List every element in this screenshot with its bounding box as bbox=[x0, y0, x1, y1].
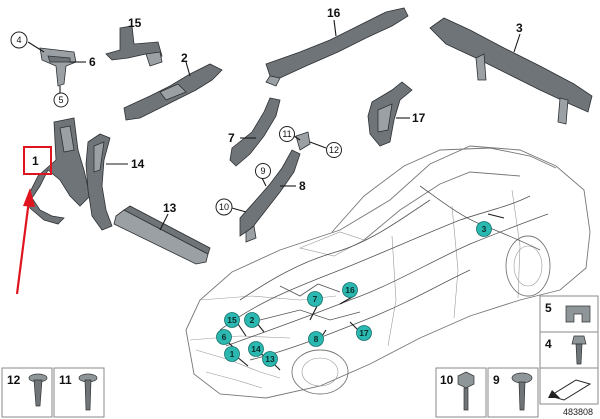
callout-3-label: 3 bbox=[516, 21, 523, 35]
svg-text:4: 4 bbox=[545, 337, 552, 351]
svg-text:6: 6 bbox=[222, 332, 227, 342]
callout-15-label: 15 bbox=[128, 16, 142, 30]
part-16-beam bbox=[265, 7, 409, 87]
car-marker-6: 6 bbox=[216, 329, 232, 345]
highlight-arrow-shaft bbox=[15, 199, 31, 295]
svg-text:10: 10 bbox=[440, 373, 454, 387]
callout-11-circle bbox=[279, 126, 295, 142]
car-marker-7: 7 bbox=[307, 291, 323, 307]
car-outline bbox=[185, 145, 591, 399]
part-17-bracket bbox=[367, 81, 413, 147]
part-7-bracket bbox=[229, 97, 281, 167]
part-15-duct bbox=[105, 25, 163, 67]
callout-6-label: 6 bbox=[89, 55, 96, 69]
svg-text:5: 5 bbox=[545, 301, 552, 315]
car-marker-16: 16 bbox=[342, 282, 358, 298]
stud-shaft-icon bbox=[575, 343, 583, 365]
callout-4-label: 4 bbox=[16, 35, 21, 45]
hardware-box-11: 11 bbox=[53, 367, 105, 418]
car-marker-13: 13 bbox=[262, 351, 278, 367]
car-marker-1: 1 bbox=[224, 346, 240, 362]
callout-17-label: 17 bbox=[412, 111, 426, 125]
part-13-rail bbox=[113, 205, 211, 265]
svg-text:14: 14 bbox=[251, 344, 261, 354]
svg-text:17: 17 bbox=[359, 328, 369, 338]
nut-clip-icon bbox=[565, 305, 591, 323]
svg-text:16: 16 bbox=[345, 285, 355, 295]
hardware-box-5: 5 bbox=[539, 295, 599, 333]
callout-9-circle bbox=[255, 163, 271, 179]
svg-text:7: 7 bbox=[313, 294, 318, 304]
callout-10-label: 10 bbox=[219, 202, 229, 212]
callout-14-label: 14 bbox=[131, 157, 145, 171]
callout-10-circle bbox=[215, 198, 233, 216]
car-marker-2: 2 bbox=[244, 312, 260, 328]
part-3-beam bbox=[429, 17, 593, 125]
svg-text:15: 15 bbox=[227, 315, 237, 325]
torx-screw-head-icon bbox=[511, 372, 533, 384]
arrow-head-icon bbox=[548, 390, 560, 398]
callout-7-label: 7 bbox=[228, 131, 235, 145]
hardware-box-4: 4 bbox=[539, 331, 599, 369]
callout-5-label: 5 bbox=[58, 95, 63, 105]
callout-11-label: 11 bbox=[282, 129, 291, 139]
bolt-shaft-icon bbox=[463, 387, 469, 411]
callout-12-label: 12 bbox=[329, 145, 339, 155]
stud-head-icon bbox=[571, 335, 587, 345]
highlight-arrow-head bbox=[23, 188, 35, 207]
part-6-bracket bbox=[27, 41, 86, 96]
callout-2-label: 2 bbox=[181, 51, 188, 65]
svg-text:11: 11 bbox=[59, 373, 72, 387]
callout-13-label: 13 bbox=[163, 201, 177, 215]
car-marker-8: 8 bbox=[308, 331, 324, 347]
car-marker-14: 14 bbox=[248, 341, 264, 357]
car-marker-3: 3 bbox=[476, 221, 492, 237]
hardware-box-10: 10 bbox=[435, 367, 487, 418]
svg-text:13: 13 bbox=[265, 354, 275, 364]
part-1-duct bbox=[27, 117, 91, 225]
callout-5-circle bbox=[53, 92, 69, 108]
reference-number: 483808 bbox=[563, 407, 593, 417]
part-8-bracket bbox=[231, 149, 301, 243]
screw-shaft-icon bbox=[84, 379, 92, 411]
callout-1-label: 1 bbox=[32, 154, 39, 168]
part-2-duct bbox=[123, 61, 223, 121]
svg-text:9: 9 bbox=[493, 373, 500, 387]
hardware-box-12: 12 bbox=[1, 367, 53, 418]
callout-8-label: 8 bbox=[299, 179, 306, 193]
callout-9-label: 9 bbox=[260, 166, 265, 176]
hardware-box-arrow bbox=[539, 367, 599, 405]
torx-screw-shaft-icon bbox=[518, 381, 526, 411]
svg-text:12: 12 bbox=[7, 373, 21, 387]
car-marker-17: 17 bbox=[356, 325, 372, 341]
clip-shaft-icon bbox=[33, 379, 43, 407]
part-11-clip bbox=[293, 131, 327, 151]
scale-arrow-icon bbox=[548, 379, 592, 401]
callout-16-label: 16 bbox=[327, 6, 341, 20]
callout-4-circle bbox=[10, 31, 28, 49]
svg-text:2: 2 bbox=[250, 315, 255, 325]
highlight-box bbox=[23, 146, 52, 175]
svg-text:8: 8 bbox=[314, 334, 319, 344]
svg-text:3: 3 bbox=[482, 224, 487, 234]
car-marker-15: 15 bbox=[224, 312, 240, 328]
part-14-duct bbox=[85, 133, 128, 231]
callout-12-circle bbox=[326, 142, 342, 158]
svg-text:1: 1 bbox=[230, 349, 235, 359]
hardware-box-9: 9 bbox=[487, 367, 539, 418]
